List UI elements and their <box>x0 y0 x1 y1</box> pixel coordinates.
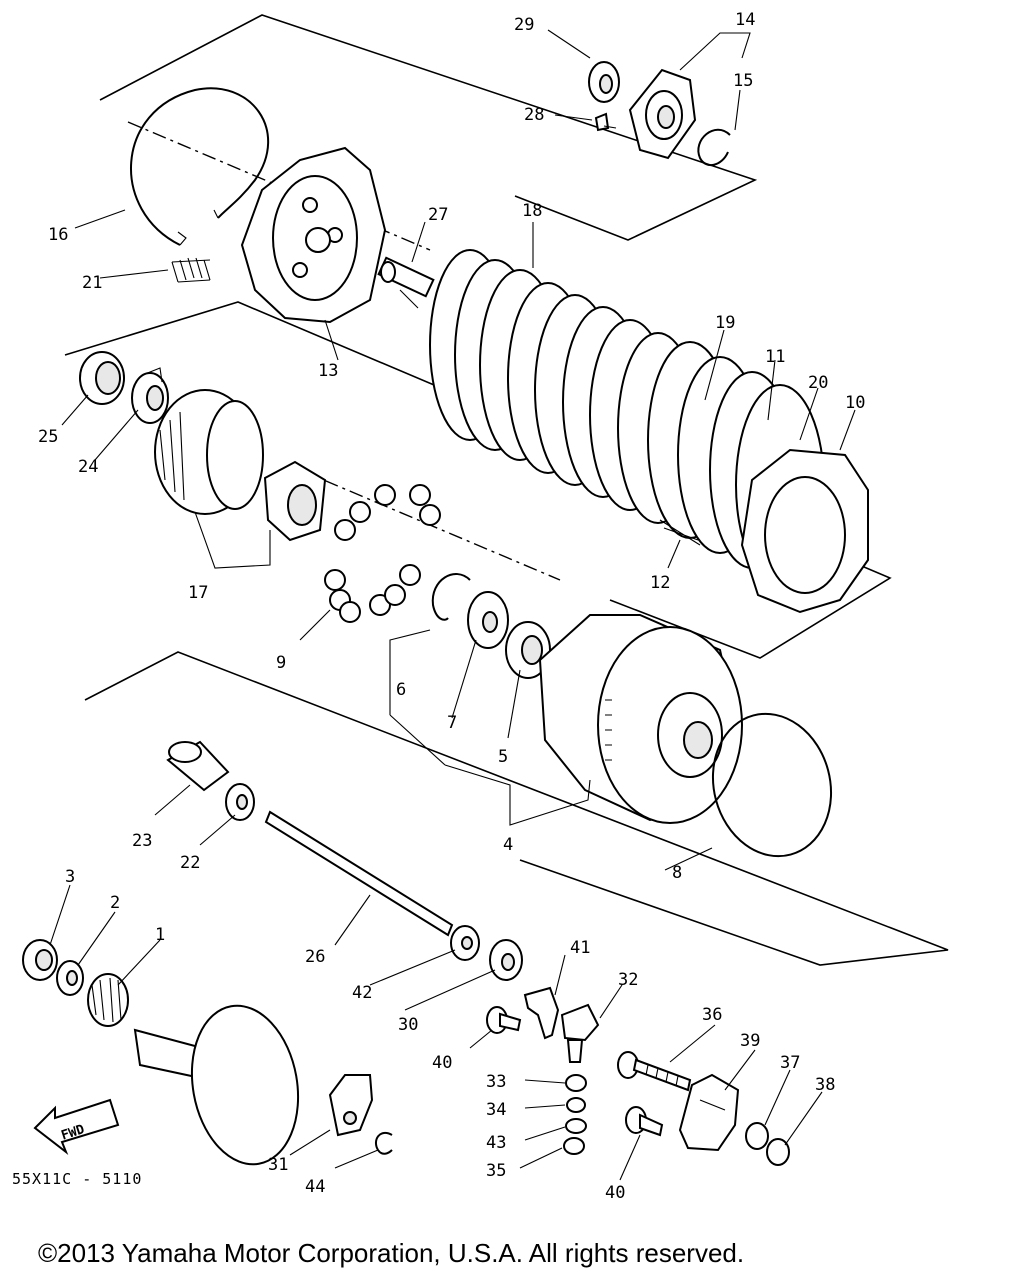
callout-7: 7 <box>447 713 457 733</box>
group-frame-middle <box>64 301 892 659</box>
callout-36: 36 <box>702 1005 722 1025</box>
callout-24: 24 <box>78 457 98 477</box>
callout-41: 41 <box>570 938 590 958</box>
part-17-clutch-boss <box>154 389 327 542</box>
callout-35: 35 <box>486 1161 506 1181</box>
callout-26: 26 <box>305 947 325 967</box>
callout-8: 8 <box>672 863 682 883</box>
callout-34: 34 <box>486 1100 506 1120</box>
part-6-circlip <box>431 573 471 621</box>
part-3-nut <box>22 939 58 981</box>
callout-11: 11 <box>765 347 785 367</box>
part-5-bushing <box>505 621 551 679</box>
part-36-bolt <box>617 1051 692 1092</box>
callout-labels: 1 2 3 4 5 6 7 8 9 10 11 12 13 14 15 16 1… <box>38 10 865 1203</box>
part-27-push-rod <box>377 256 435 309</box>
callout-23: 23 <box>132 831 152 851</box>
part-14-bearing-holder <box>628 68 697 160</box>
callout-20: 20 <box>808 373 828 393</box>
callout-31: 31 <box>268 1155 288 1175</box>
part-41-lever <box>523 986 560 1040</box>
callout-27: 27 <box>428 205 448 225</box>
callout-33: 33 <box>486 1072 506 1092</box>
part-43-spring <box>565 1118 587 1134</box>
callout-16: 16 <box>48 225 68 245</box>
part-23-ball <box>166 740 230 792</box>
part-31-plate <box>328 1074 374 1137</box>
crankshaft <box>133 1004 300 1166</box>
part-34-collar <box>566 1097 586 1113</box>
callout-29: 29 <box>514 15 534 35</box>
part-24-lock-washer <box>131 367 169 424</box>
leader-lines <box>49 29 856 1181</box>
part-21-spring <box>171 257 211 283</box>
group-frame-bottom <box>84 651 949 966</box>
part-8-o-ring <box>711 712 833 858</box>
diagram-code-label: 55X11C - 5110 <box>12 1170 143 1188</box>
part-40-bolt-upper <box>486 1006 522 1034</box>
part-37-washer <box>745 1122 769 1150</box>
callout-10: 10 <box>845 393 865 413</box>
callout-42: 42 <box>352 983 372 1003</box>
callout-4: 4 <box>503 835 513 855</box>
callout-39: 39 <box>740 1031 760 1051</box>
part-32-lever <box>560 1003 600 1063</box>
part-12-bolt <box>659 519 701 546</box>
part-33-collar <box>565 1074 587 1092</box>
exploded-parts-diagram: FWD <box>22 10 949 1203</box>
callout-15: 15 <box>733 71 753 91</box>
callout-6: 6 <box>396 680 406 700</box>
callout-9: 9 <box>276 653 286 673</box>
callout-21: 21 <box>82 273 102 293</box>
part-16-circlip <box>130 87 270 246</box>
part-4-clutch-housing <box>538 614 743 824</box>
callout-12: 12 <box>650 573 670 593</box>
callout-25: 25 <box>38 427 58 447</box>
part-25-nut <box>79 351 125 405</box>
callout-1: 1 <box>155 925 165 945</box>
callout-14: 14 <box>735 10 755 30</box>
callout-38: 38 <box>815 1075 835 1095</box>
callout-28: 28 <box>524 105 544 125</box>
fwd-direction-arrow: FWD <box>33 1098 120 1156</box>
part-44-circlip <box>374 1131 393 1155</box>
part-39-bracket <box>678 1073 740 1152</box>
part-30-washer <box>489 939 523 981</box>
callout-19: 19 <box>715 313 735 333</box>
callout-30: 30 <box>398 1015 418 1035</box>
part-22-washer <box>225 783 255 821</box>
part-29-bearing <box>588 61 620 103</box>
part-10-plate <box>740 448 869 614</box>
callout-44: 44 <box>305 1177 325 1197</box>
callout-17: 17 <box>188 583 208 603</box>
callout-13: 13 <box>318 361 338 381</box>
part-26-push-rod <box>264 810 454 937</box>
part-38-nut <box>766 1138 790 1166</box>
callout-43: 43 <box>486 1133 506 1153</box>
part-15-circlip <box>697 128 731 167</box>
callout-40-lower: 40 <box>605 1183 625 1203</box>
callout-37: 37 <box>780 1053 800 1073</box>
part-7-washer <box>467 591 509 649</box>
part-2-washer <box>56 960 84 996</box>
callout-40-upper: 40 <box>432 1053 452 1073</box>
group-frame-top <box>99 14 758 241</box>
part-13-pressure-plate <box>240 146 387 324</box>
part-1-gear <box>87 973 129 1027</box>
callout-3: 3 <box>65 867 75 887</box>
callout-32: 32 <box>618 970 638 990</box>
part-28-screw <box>594 112 617 132</box>
callout-18: 18 <box>522 201 542 221</box>
callout-2: 2 <box>110 893 120 913</box>
part-40-bolt-lower <box>625 1106 664 1137</box>
part-35-nut <box>563 1137 585 1155</box>
clutch-plate-stack <box>429 249 825 586</box>
copyright-notice: ©2013 Yamaha Motor Corporation, U.S.A. A… <box>38 1238 745 1268</box>
fwd-label: FWD <box>59 1122 86 1144</box>
callout-22: 22 <box>180 853 200 873</box>
part-42-washer <box>450 925 480 961</box>
callout-5: 5 <box>498 747 508 767</box>
part-9-balls <box>324 484 441 623</box>
